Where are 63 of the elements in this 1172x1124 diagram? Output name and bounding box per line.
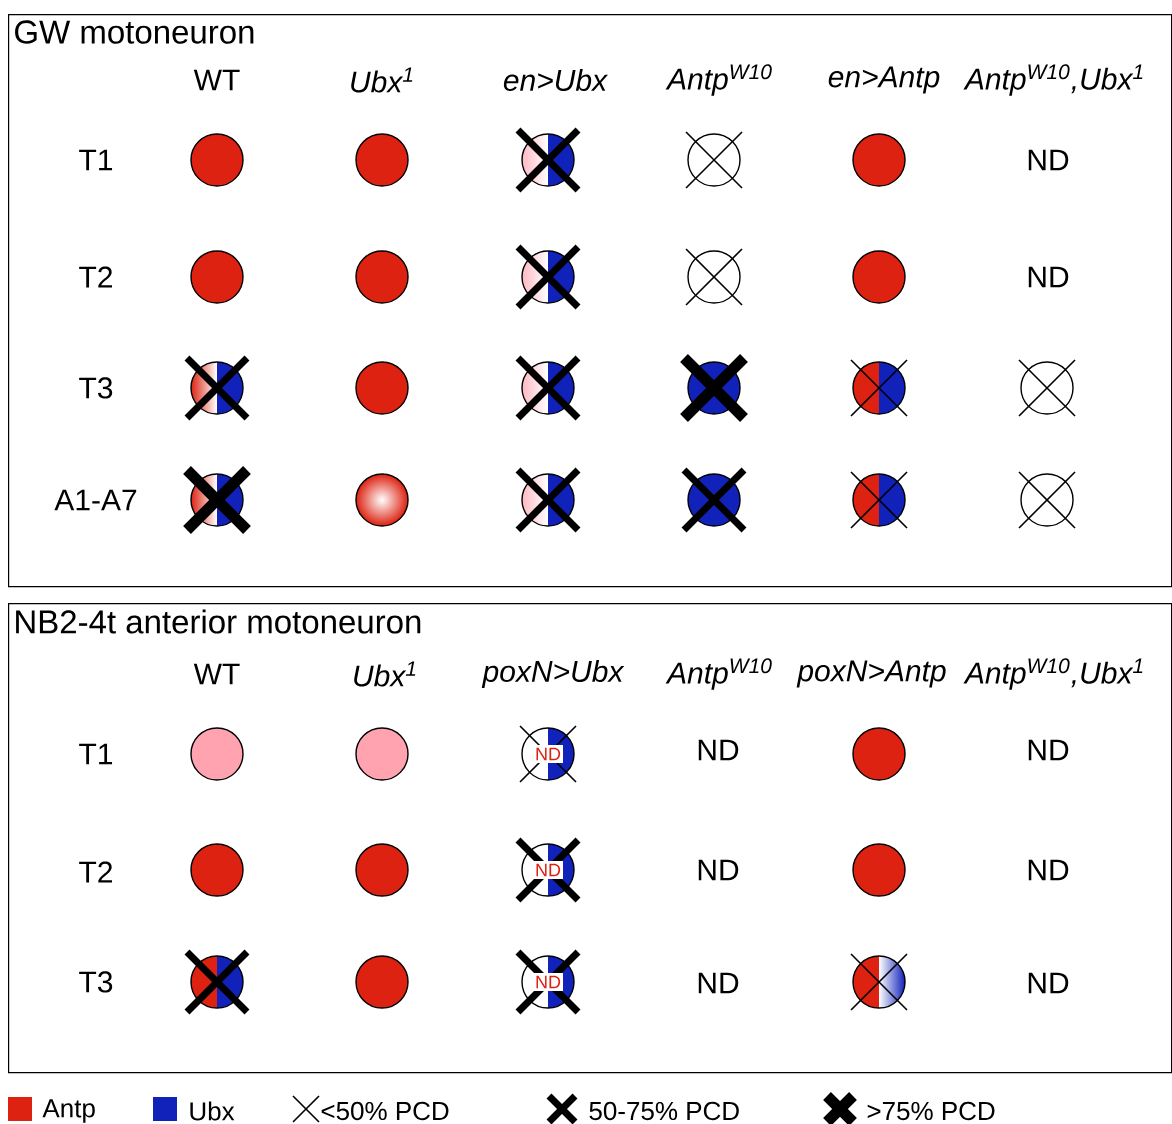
circle-symbol bbox=[852, 133, 906, 187]
column-label: T1 bbox=[79, 743, 113, 765]
column-label: T3 bbox=[79, 377, 113, 399]
legend-label: Ubx bbox=[190, 1101, 235, 1121]
circle-symbol bbox=[850, 359, 908, 417]
circle-symbol bbox=[852, 727, 906, 781]
column-label: ND bbox=[1028, 266, 1069, 288]
circle-symbol bbox=[850, 471, 908, 529]
circle-symbol bbox=[1018, 471, 1076, 529]
legend-label: >75% PCD bbox=[867, 1101, 995, 1121]
circle-symbol bbox=[355, 361, 409, 415]
circle-symbol bbox=[852, 250, 906, 304]
column-label: en>Ubx bbox=[503, 68, 608, 91]
column-label: poxN>Antp bbox=[796, 660, 946, 688]
circle-symbol bbox=[183, 948, 251, 1016]
column-label: poxN>Ubx bbox=[481, 660, 625, 688]
circle-symbol bbox=[190, 843, 244, 897]
circle-symbol bbox=[355, 727, 409, 781]
circle-symbol bbox=[852, 843, 906, 897]
column-label: WT bbox=[193, 663, 240, 685]
column-label: ND bbox=[698, 859, 739, 881]
column-label: Ubx$^{1}$ bbox=[354, 661, 416, 687]
column-label: ND bbox=[1028, 972, 1069, 994]
circle-symbol bbox=[355, 955, 409, 1009]
circle-symbol bbox=[190, 133, 244, 187]
circle-symbol bbox=[355, 133, 409, 187]
column-label: ND bbox=[1028, 739, 1069, 761]
circle-symbol bbox=[685, 248, 743, 306]
circle-symbol bbox=[678, 352, 750, 424]
column-label: ND bbox=[698, 972, 739, 994]
column-label: T1 bbox=[79, 149, 113, 171]
column-label: en>Antp bbox=[828, 66, 940, 94]
circle-symbol bbox=[190, 250, 244, 304]
circle-symbol bbox=[355, 473, 409, 527]
column-label: WT bbox=[193, 69, 240, 91]
circle-symbol bbox=[514, 126, 582, 194]
circle-symbol bbox=[190, 727, 244, 781]
column-label: T2 bbox=[79, 266, 112, 288]
circle-symbol bbox=[514, 354, 582, 422]
column-label: ND bbox=[698, 739, 739, 761]
circle-symbol bbox=[181, 464, 253, 536]
column-label: Ubx$^{1}$ bbox=[351, 67, 413, 93]
column-label: T2 bbox=[79, 861, 112, 883]
circle-symbol bbox=[355, 843, 409, 897]
column-label: T3 bbox=[79, 971, 113, 993]
column-label: Antp$^{W10}$,Ubx$^{1}$ bbox=[963, 64, 1143, 96]
circle-symbol bbox=[514, 466, 582, 534]
circle-symbol bbox=[1018, 359, 1076, 417]
legend-label: <50% PCD bbox=[321, 1101, 449, 1121]
column-label: A1-A7 bbox=[54, 489, 137, 511]
column-label: Antp$^{W10}$ bbox=[665, 64, 772, 96]
circle-symbol bbox=[183, 354, 251, 422]
circle-symbol bbox=[355, 250, 409, 304]
column-label: ND bbox=[1028, 859, 1069, 881]
circle-symbol bbox=[514, 243, 582, 311]
circle-symbol bbox=[680, 466, 748, 534]
column-label: Antp$^{W10}$ bbox=[665, 658, 772, 690]
legend-label: Antp bbox=[42, 1099, 95, 1123]
legend-label: 50-75% PCD bbox=[589, 1101, 739, 1121]
column-label: ND bbox=[1028, 149, 1069, 171]
column-label: Antp$^{W10}$,Ubx$^{1}$ bbox=[963, 658, 1143, 690]
circle-symbol bbox=[850, 953, 908, 1011]
circle-symbol bbox=[685, 131, 743, 189]
